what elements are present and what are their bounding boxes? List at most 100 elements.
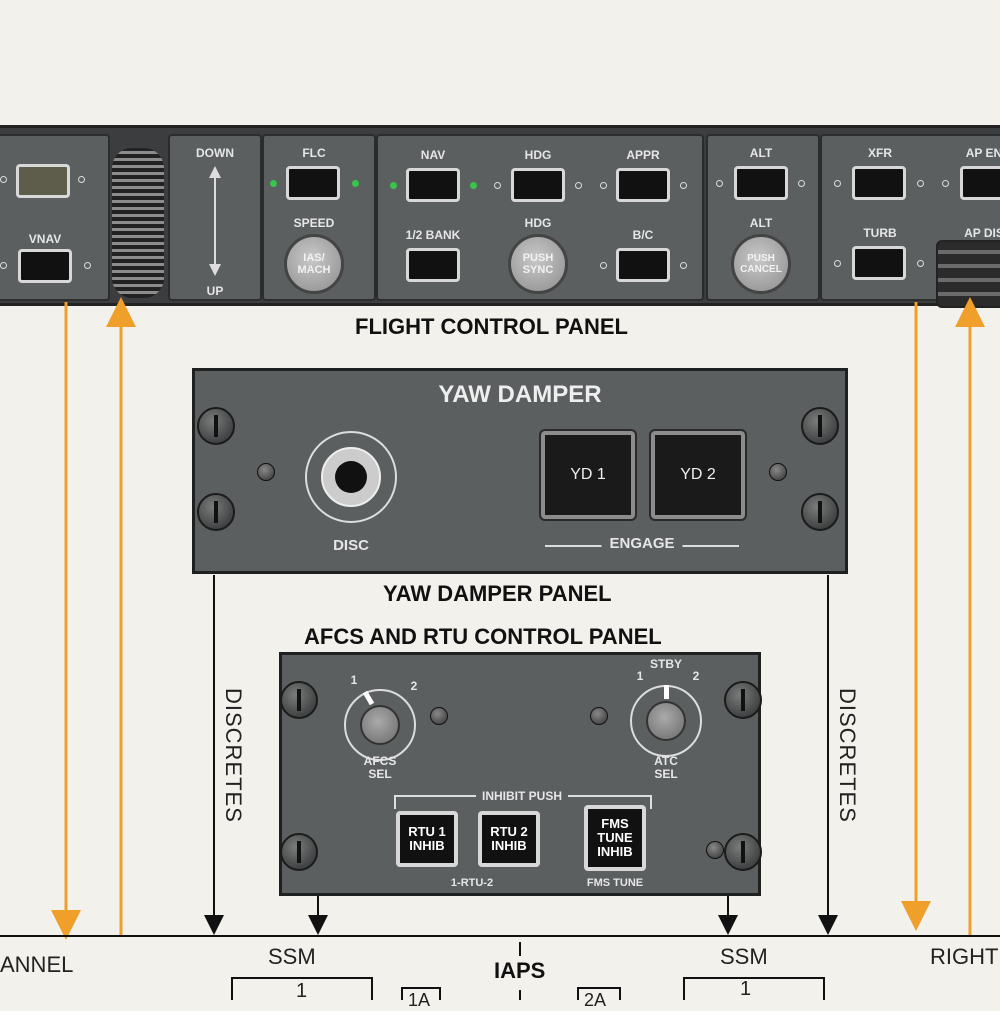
ap-eng-label: AP EN	[965, 146, 1000, 160]
alt-label: ALT	[749, 146, 773, 160]
indicator-light	[942, 180, 949, 187]
appr-label: APPR	[626, 148, 660, 162]
disc-button-center	[335, 461, 367, 493]
pitch-thumbwheel[interactable]	[112, 148, 164, 298]
atc-sel-label: ATC SEL	[654, 754, 678, 782]
rtu1-inhib-button[interactable]: RTU 1 INHIB	[396, 811, 458, 867]
indicator-light	[470, 182, 477, 189]
turb-button[interactable]	[852, 246, 906, 280]
rtu-selector-label: 1-RTU-2	[450, 877, 494, 889]
appr-button[interactable]	[616, 168, 670, 202]
rtu2-inhib-button[interactable]: RTU 2 INHIB	[478, 811, 540, 867]
indicator-light	[494, 182, 501, 189]
mounting-screw	[801, 407, 839, 445]
panel-pin	[706, 841, 724, 859]
up-down-arrow-icon	[209, 166, 221, 276]
speed-label: SPEED	[293, 216, 335, 230]
yaw-damper-panel-caption: YAW DAMPER PANEL	[383, 581, 612, 606]
flc-button[interactable]	[286, 166, 340, 200]
channel-label: ANNEL	[0, 952, 74, 977]
hdg-knob-label: HDG	[524, 216, 552, 230]
mounting-screw	[280, 833, 318, 871]
nav-label: NAV	[420, 148, 446, 162]
flight-control-panel-caption: FLIGHT CONTROL PANEL	[355, 314, 628, 339]
indicator-light	[798, 180, 805, 187]
engage-label: ENGAGE	[601, 535, 683, 552]
afcs-sel-label: AFCS SEL	[363, 754, 397, 782]
indicator-light	[0, 176, 7, 183]
hdg-sync-knob[interactable]: PUSH SYNC	[508, 234, 568, 294]
flight-control-panel: VNAV DOWN UP FLC SPEED IAS/ MACH NAV 1/2…	[0, 125, 1000, 308]
hdg-button[interactable]	[511, 168, 565, 202]
atc-sel-pointer	[664, 685, 669, 699]
afcs-pos2-label: 2	[410, 679, 418, 693]
mounting-screw	[280, 681, 318, 719]
mounting-screw	[197, 407, 235, 445]
xfr-button[interactable]	[852, 166, 906, 200]
afcs-sel-knob[interactable]	[360, 705, 400, 745]
ias-mach-knob[interactable]: IAS/ MACH	[284, 234, 344, 294]
indicator-light	[680, 262, 687, 269]
indicator-light	[84, 262, 91, 269]
indicator-light	[352, 180, 359, 187]
bc-button[interactable]	[616, 248, 670, 282]
fcp-section-speed: FLC SPEED IAS/ MACH	[262, 134, 376, 301]
hdg-label: HDG	[524, 148, 552, 162]
fms-tune-inhib-button[interactable]: FMS TUNE INHIB	[584, 805, 646, 871]
panel-pin	[590, 707, 608, 725]
flc-label: FLC	[302, 146, 326, 160]
xfr-label: XFR	[868, 146, 892, 160]
mounting-screw	[724, 681, 762, 719]
fcp-section-alt: ALT ALT PUSH CANCEL	[706, 134, 820, 301]
indicator-light	[600, 182, 607, 189]
up-label: UP	[206, 284, 224, 298]
disc-button[interactable]	[321, 447, 381, 507]
ap-eng-button[interactable]	[960, 166, 1000, 200]
fcp-section-vnav: VNAV	[0, 134, 110, 301]
mounting-screw	[197, 493, 235, 531]
ssm-left-label: SSM	[268, 944, 316, 969]
iaps-label: IAPS	[492, 958, 548, 984]
nav-button[interactable]	[406, 168, 460, 202]
right-label: RIGHT	[930, 944, 999, 969]
yd1-button[interactable]: YD 1	[539, 429, 637, 521]
indicator-light	[680, 182, 687, 189]
discretes-left-label: DISCRETES	[221, 688, 246, 823]
indicator-light	[716, 180, 723, 187]
afcs-rtu-panel: 1 2 AFCS SEL STBY 1 2 ATC SEL INHIBIT PU…	[279, 652, 762, 896]
indicator-light	[0, 262, 7, 269]
disc-label: DISC	[333, 537, 369, 554]
indicator-light	[917, 180, 924, 187]
half-bank-button[interactable]	[406, 248, 460, 282]
half-bank-label: 1/2 BANK	[405, 228, 461, 242]
right-box-number: 1	[740, 978, 752, 1000]
vnav-button[interactable]	[18, 249, 72, 283]
inhibit-push-label: INHIBIT PUSH	[475, 789, 569, 803]
blank-button[interactable]	[16, 164, 70, 198]
mounting-screw	[724, 833, 762, 871]
indicator-light	[78, 176, 85, 183]
alt-cancel-knob[interactable]: PUSH CANCEL	[731, 234, 791, 294]
yd2-button[interactable]: YD 2	[649, 429, 747, 521]
fcp-section-lateral: NAV 1/2 BANK HDG HDG PUSH SYNC APPR B/C	[376, 134, 704, 301]
indicator-light	[390, 182, 397, 189]
down-label: DOWN	[196, 146, 234, 160]
indicator-light	[270, 180, 277, 187]
bc-label: B/C	[632, 228, 654, 242]
atc-pos1-label: 1	[636, 669, 644, 683]
left-box-number: 1	[296, 980, 308, 1002]
discretes-right-label: DISCRETES	[835, 688, 860, 823]
disc-button-ring[interactable]	[305, 431, 397, 523]
panel-pin	[430, 707, 448, 725]
panel-pin	[257, 463, 275, 481]
indicator-light	[600, 262, 607, 269]
afcs-panel-caption: AFCS AND RTU CONTROL PANEL	[304, 624, 662, 649]
alt-button[interactable]	[734, 166, 788, 200]
fcp-section-ap: XFR TURB AP EN AP DIS	[820, 134, 1000, 308]
ssm-right-label: SSM	[720, 944, 768, 969]
atc-sel-knob[interactable]	[646, 701, 686, 741]
vnav-label: VNAV	[28, 232, 62, 246]
atc-stby-label: STBY	[649, 657, 683, 671]
box-2a-label: 2A	[584, 990, 607, 1010]
yaw-damper-title: YAW DAMPER	[438, 381, 602, 408]
